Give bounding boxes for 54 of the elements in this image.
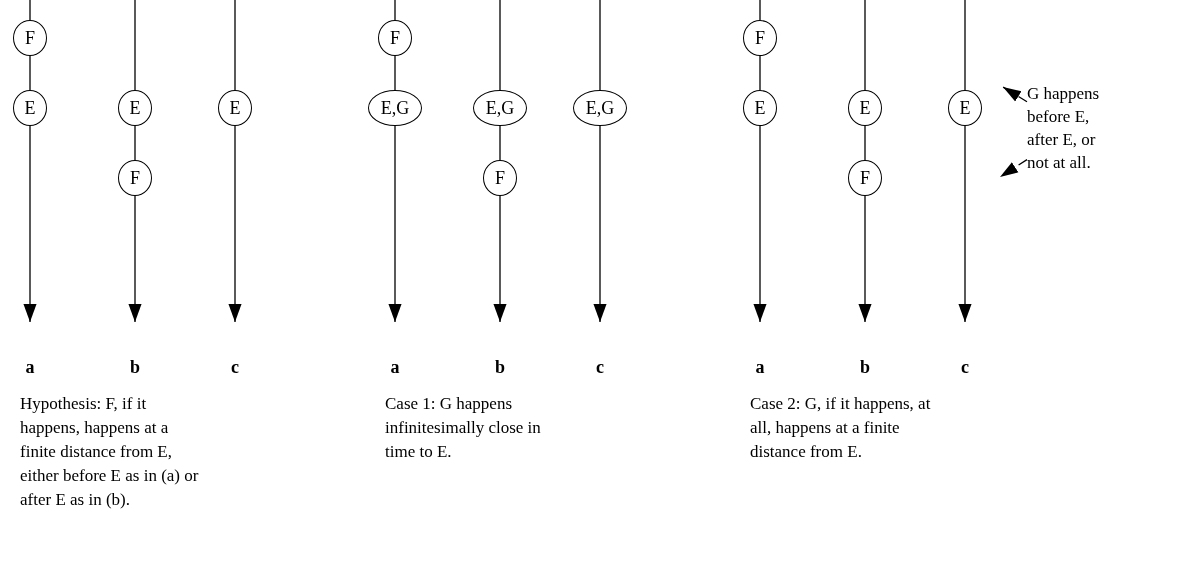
timeline-arrow (228, 125, 242, 323)
timeline-line (29, 0, 31, 21)
column-label: c (595, 356, 605, 379)
event-circle: F (848, 160, 882, 196)
column-label: a (754, 356, 766, 379)
timeline-line (499, 125, 501, 161)
timeline-line (394, 55, 396, 91)
timeline-arrow (858, 195, 872, 323)
pointer-arrow (999, 158, 1028, 178)
timeline-line (599, 0, 601, 91)
note-text: G happens before E, after E, or not at all. (1027, 82, 1119, 178)
timeline-line (864, 125, 866, 161)
timeline-arrow (128, 195, 142, 323)
caption-text: Hypothesis: F, if it happens, happens at a finite distance from E, either before E as in (a) or after E as in (b). (20, 393, 200, 511)
timeline-line (234, 0, 236, 91)
event-circle: F (118, 160, 152, 196)
column-label: a (24, 356, 36, 379)
event-circle: F (483, 160, 517, 196)
timeline-arrow (593, 125, 607, 323)
column-label: b (129, 356, 141, 379)
column-label: a (389, 356, 401, 379)
event-circle: F (13, 20, 47, 56)
timeline-arrow (388, 125, 402, 323)
timeline-line (134, 0, 136, 91)
column-label: c (230, 356, 240, 379)
column-label: b (859, 356, 871, 379)
event-circle: E (948, 90, 982, 126)
timeline-arrow (23, 125, 37, 323)
event-ellipse: E,G (368, 90, 422, 126)
caption-text: Case 2: G, if it happens, at all, happens at a finite distance from E. (750, 393, 932, 463)
pointer-arrow (1002, 86, 1028, 103)
timeline-line (964, 0, 966, 91)
timeline-line (864, 0, 866, 91)
event-circle: E (118, 90, 152, 126)
event-circle: E (743, 90, 777, 126)
timeline-line (134, 125, 136, 161)
timeline-arrow (753, 125, 767, 323)
event-circle: E (218, 90, 252, 126)
timeline-line (759, 55, 761, 91)
event-circle: E (13, 90, 47, 126)
event-ellipse: E,G (573, 90, 627, 126)
timeline-arrow (958, 125, 972, 323)
column-label: c (960, 356, 970, 379)
timeline-line (29, 55, 31, 91)
timeline-line (499, 0, 501, 91)
event-circle: F (743, 20, 777, 56)
column-label: b (494, 356, 506, 379)
event-circle: E (848, 90, 882, 126)
timeline-line (759, 0, 761, 21)
event-circle: F (378, 20, 412, 56)
timeline-arrow (493, 195, 507, 323)
timeline-line (394, 0, 396, 21)
caption-text: Case 1: G happens infinitesimally close in time to E. (385, 393, 542, 463)
event-ellipse: E,G (473, 90, 527, 126)
